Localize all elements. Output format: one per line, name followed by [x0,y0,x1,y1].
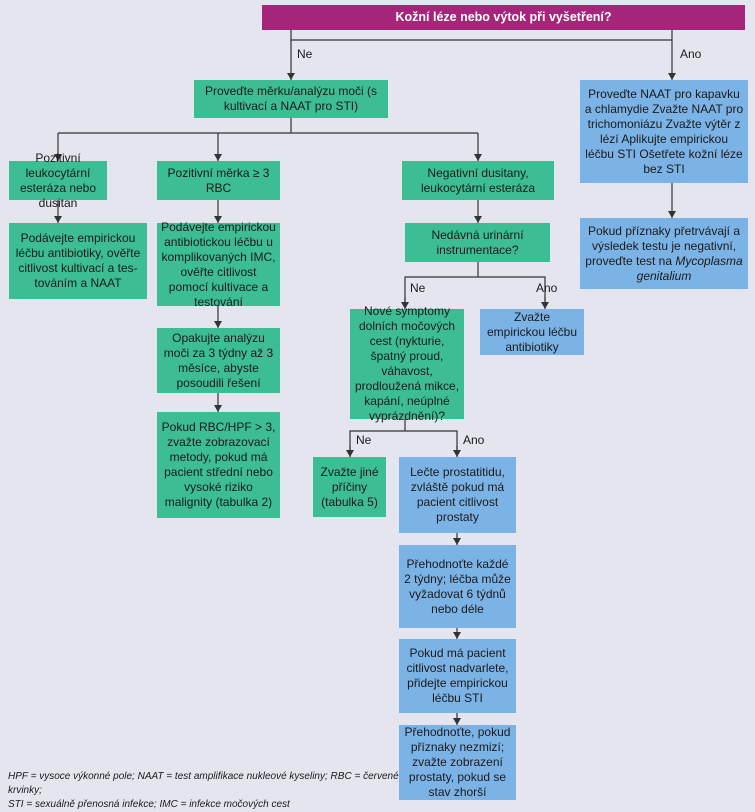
node-empiric-antibiotics: Podávejte empirickou léčbu antibiotiky, … [9,223,147,299]
node-urinalysis: Proveďte měrku/analýzu moči (s kultivací… [194,80,388,118]
node-text: Opakujte analýzu moči za 3 týdny až 3 mě… [163,330,274,390]
node-text: Nové symptomy dolních močových cest (nyk… [354,304,460,423]
node-text: Přehodnoťte, pokud příznaky nezmizí; zva… [404,725,511,799]
node-text: Podávejte empirickou léčbu antibiotiky, … [15,231,141,290]
label-ano-1: Ano [680,47,702,61]
node-text: Proveďte NAAT pro kapavku a chlamydie Zv… [584,86,744,176]
node-text-italic: Mycoplasma genitalium [636,253,743,283]
label-ano-3: Ano [463,433,485,447]
node-text: Lečte prostatitidu, zvláště pokud má pac… [410,465,505,524]
node-text: Pozitivní měrka ≥ 3 RBC [167,165,270,195]
node-negative-nitrites: Negativní dusitany, leukocytární esteráz… [402,161,554,200]
node-reassess-two-weeks: Přehodnoťte každé 2 týdny; léčba může vy… [399,545,516,628]
node-reassess-imaging: Přehodnoťte, pokud příznaky nezmizí; zva… [399,725,516,800]
node-text: Pozitivní leukocytární esteráza nebo dus… [19,150,97,210]
node-naat-sti: Proveďte NAAT pro kapavku a chlamydie Zv… [580,80,748,183]
node-text: Nedávná urinární instrumentace? [431,227,524,257]
node-text: Přehodnoťte každé 2 týdny; léčba může vy… [404,556,511,616]
footnote-line-2: STI = sexuálně přenosná infekce; IMC = i… [8,799,290,810]
label-ano-2: Ano [536,281,558,295]
node-text: Pokud příznaky přetrvávají a výsledek te… [584,224,744,284]
node-other-causes: Zvažte jiné příčiny (tabulka 5) [313,457,386,517]
node-text: Zvažte jiné příčiny (tabulka 5) [320,464,379,509]
connector-top-split [290,30,673,41]
node-text: Zvažte empirickou léčbu antibiotiky [486,309,578,354]
node-text: Negativní dusitany, leukocytární esteráz… [420,165,536,195]
abbreviations-footnote: HPF = vysoce výkonné pole; NAAT = test a… [8,770,408,812]
node-epididymis-sti: Pokud má pacient citlivost nadvarlete, p… [399,639,516,713]
node-skin-lesion-question: Kožní léze nebo výtok při vyšetření? [262,5,745,30]
node-text: Pokud RBC/HPF > 3, zvažte zobrazovací me… [161,420,276,509]
node-mycoplasma: Pokud příznaky přetrvávají a výsledek te… [580,218,748,289]
node-lower-urinary-symptoms: Nové symptomy dolních močových cest (nyk… [350,304,464,423]
node-positive-rbc: Pozitivní měrka ≥ 3 RBC [157,161,280,200]
node-consider-empiric-antibiotics: Zvažte empirickou léčbu antibiotiky [480,309,584,355]
node-text: Pokud má pacient citlivost nadvarlete, p… [406,646,509,705]
node-urinary-instrumentation: Nedávná urinární instrumentace? [405,223,550,262]
label-ne-1: Ne [297,47,313,61]
node-text: Podávejte empirickou antibiotickou léčbu… [161,219,276,309]
node-text: Proveďte měrku/analýzu moči (s kultivací… [204,84,378,113]
node-positive-leukocyte: Pozitivní leukocytární esteráza nebo dus… [9,151,107,210]
connector-c2-split [404,262,546,307]
footnote-line-1: HPF = vysoce výkonné pole; NAAT = test a… [8,771,399,796]
node-imaging-malignancy: Pokud RBC/HPF > 3, zvažte zobrazovací me… [157,412,280,518]
label-ne-2: Ne [410,281,426,295]
node-complicated-imc: Podávejte empirickou antibiotickou léčbu… [157,220,280,309]
node-text-part: Pokud příznaky přetrvávají a výsledek te… [585,223,741,268]
node-repeat-urinalysis: Opakujte analýzu moči za 3 týdny až 3 mě… [157,328,280,393]
node-text: Kožní léze nebo výtok při vyšetření? [395,10,612,24]
label-ne-3: Ne [356,433,372,447]
node-treat-prostatitis: Lečte prostatitidu, zvláště pokud má pac… [399,457,516,533]
